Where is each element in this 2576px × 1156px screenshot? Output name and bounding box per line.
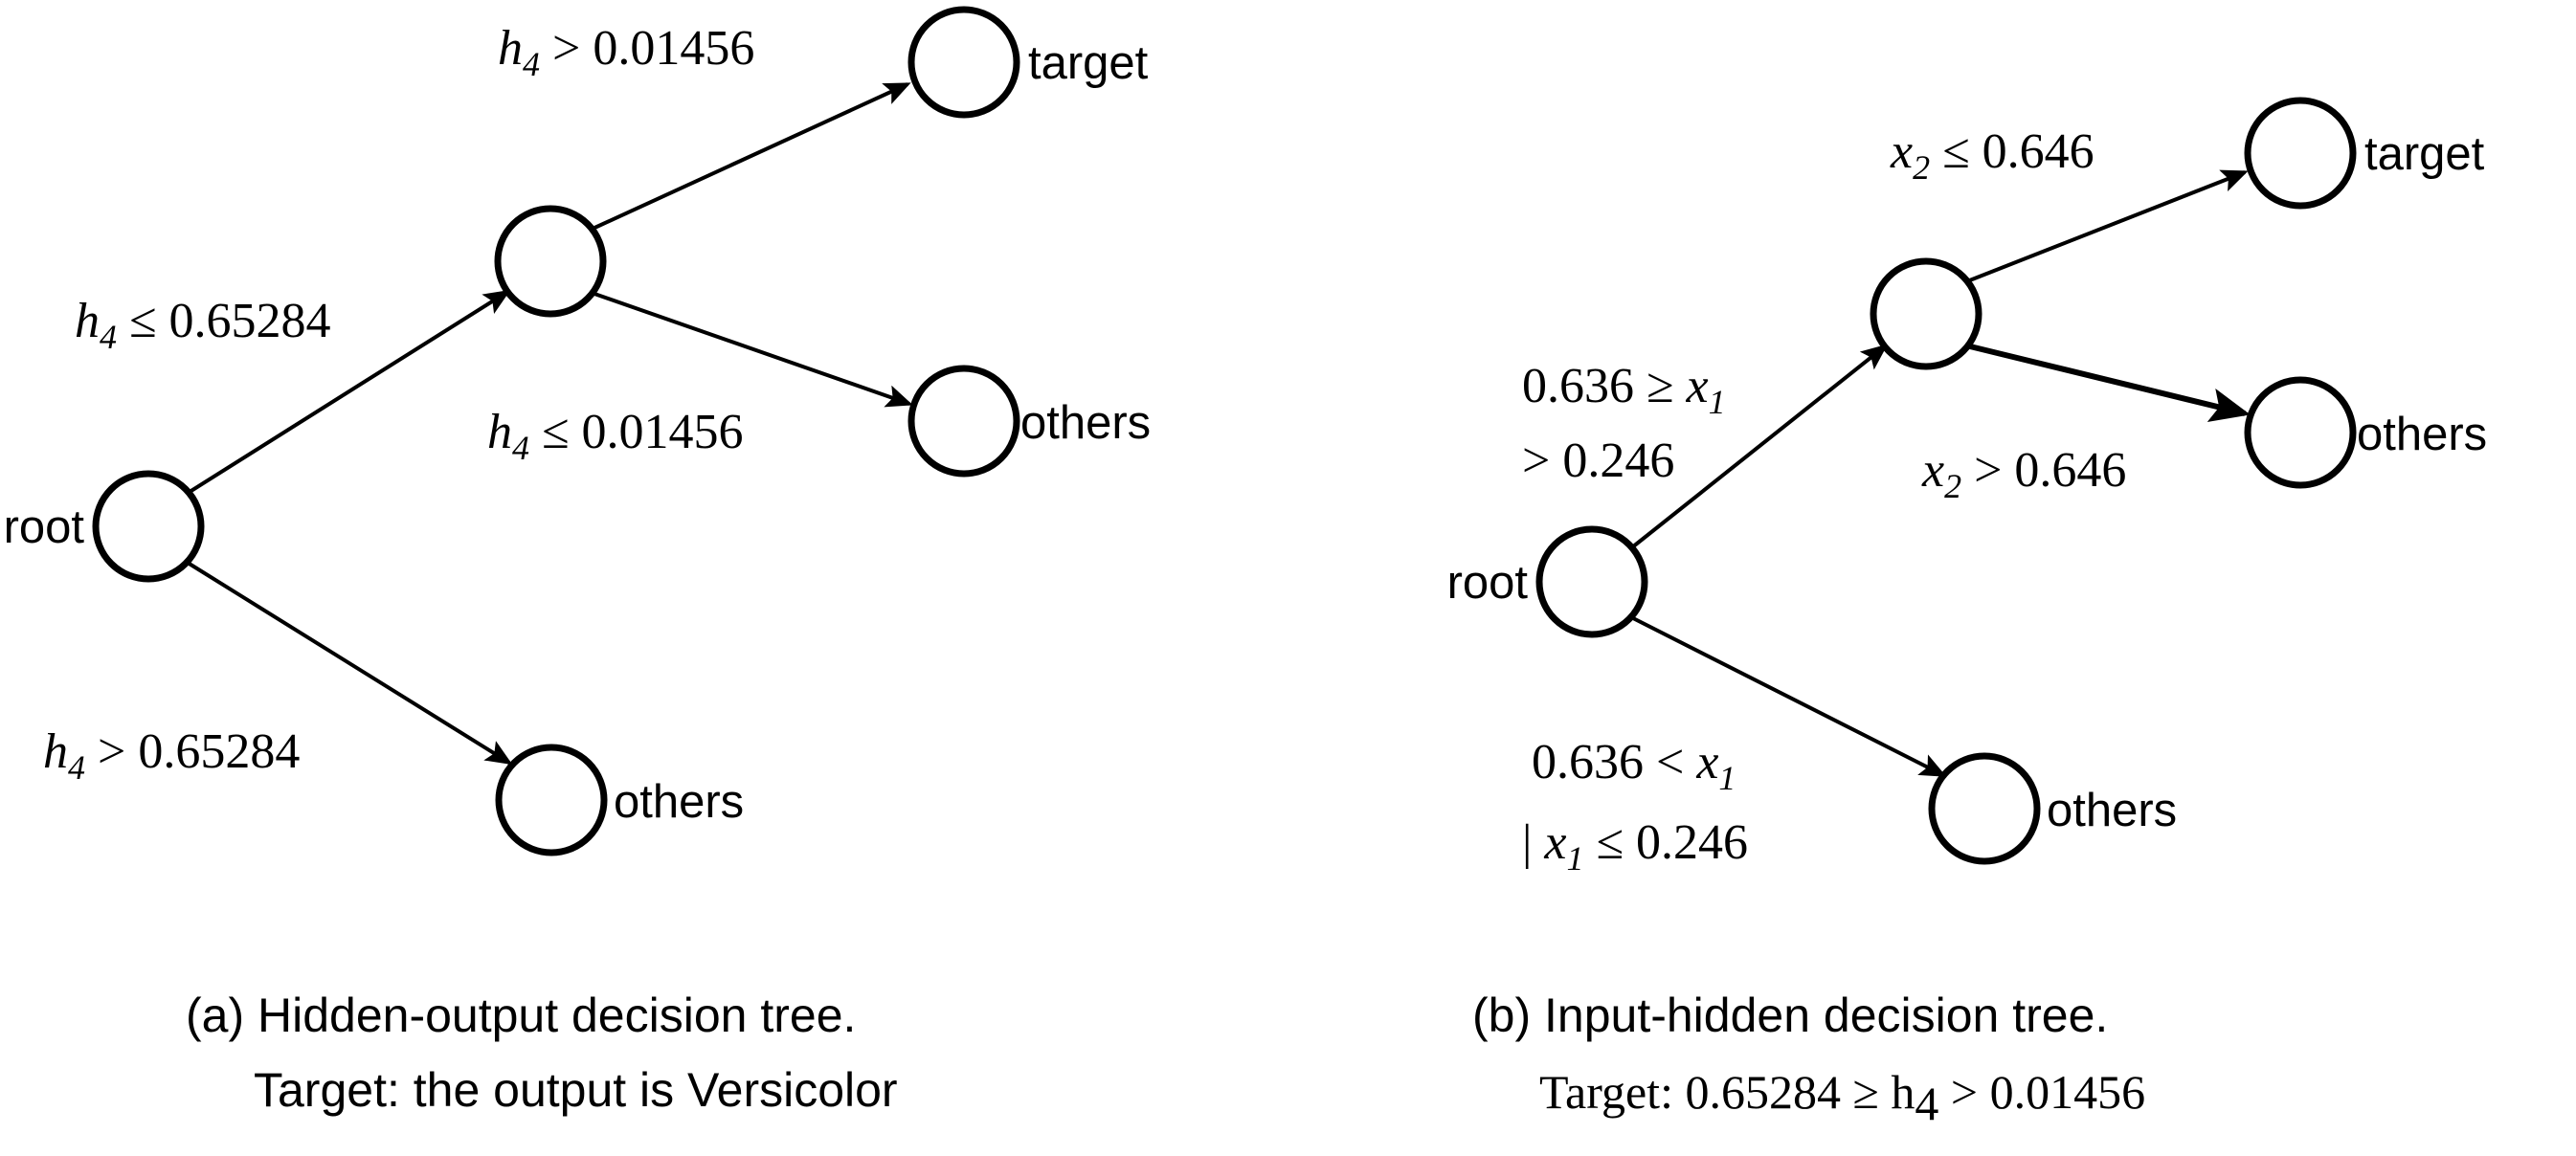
node-b-internal[interactable] [1870,257,1982,370]
edge-label-b-internal-to-target: x2 ≤ 0.646 [1890,124,2094,187]
edge-label-a-ro-rest: > 0.65284 [85,724,300,779]
caption-b-line2-prefix: Target: 0.65284 ≥ [1539,1065,1891,1119]
node-a-leaf-others-mid-label: others [1020,397,1151,449]
edge-label-b-ro2-sub: 1 [1567,839,1584,878]
edge-label-b-ro-var: x [1695,735,1718,789]
edge-label-b-ro2-suffix: ≤ 0.246 [1584,815,1749,870]
edge-label-a-io-sub: 4 [512,429,529,467]
edge-a-internal-to-target [592,82,911,231]
edge-label-b-root-to-others-line1: 0.636 < x1 [1532,735,1736,797]
node-a-root-label: root [4,501,85,553]
edge-label-a-it-rest: > 0.01456 [540,21,754,76]
edge-label-a-ro-sub: 4 [68,748,85,787]
caption-a-line2: Target: the output is Versicolor [254,1063,898,1117]
node-a-root[interactable] [92,470,205,583]
caption-b-line2-sub: 4 [1915,1077,1938,1130]
node-b-root[interactable] [1535,525,1648,638]
node-b-leaf-others-bottom-label: others [2047,785,2177,836]
edge-label-a-io-var: h [487,405,512,459]
edge-label-a-ri-rest: ≤ 0.65284 [117,294,331,348]
edge-a-root-to-others-bottom [186,561,513,766]
edge-label-b-ri-sub: 1 [1709,383,1726,421]
edge-b-root-to-others-bottom [1630,615,1947,777]
node-a-leaf-target-label: target [1028,37,1149,89]
edge-label-b-ro-prefix: 0.636 < [1532,735,1696,789]
edge-label-b-it-sub: 2 [1913,148,1930,187]
node-b-leaf-others-bottom[interactable] [1928,752,2041,865]
edge-label-a-ro-var: h [43,724,68,779]
caption-a-line1: (a) Hidden-output decision tree. [186,989,856,1042]
edge-label-b-root-to-others-line2: | x1 ≤ 0.246 [1522,815,1748,878]
edge-label-b-io-rest: > 0.646 [1961,443,2126,498]
caption-b-line2: Target: 0.65284 ≥ h4 > 0.01456 [1539,1065,2145,1130]
edge-label-b-ri-prefix: 0.636 ≥ [1522,359,1687,413]
node-b-leaf-target-label: target [2364,128,2485,180]
edge-label-b-io-sub: 2 [1944,467,1961,505]
panel-b: root target others others x2 ≤ 0.646 x2 … [1447,97,2487,1130]
edge-a-internal-to-others-mid [594,292,913,408]
edge-label-a-ri-var: h [75,294,100,348]
panel-a: root target others others h4 > 0.01456 h… [4,6,1151,1117]
edge-label-a-internal-to-target: h4 > 0.01456 [498,21,754,83]
caption-b-line1: (b) Input-hidden decision tree. [1472,989,2108,1042]
node-b-leaf-target[interactable] [2244,97,2357,210]
edge-label-b-ro-sub: 1 [1718,759,1736,797]
edge-label-a-it-var: h [498,21,523,76]
node-a-leaf-target[interactable] [907,6,1020,119]
edge-label-b-root-to-internal-line1: 0.636 ≥ x1 [1522,359,1726,421]
edge-label-a-root-to-internal: h4 ≤ 0.65284 [75,294,331,356]
edge-b-internal-to-others-mid [1969,344,2251,422]
node-b-leaf-others-mid-label: others [2357,409,2487,460]
caption-b-line2-suffix: > 0.01456 [1938,1065,2145,1119]
node-a-leaf-others-mid[interactable] [907,365,1020,478]
node-b-root-label: root [1447,557,1529,609]
caption-b-line2-var: h [1891,1065,1915,1119]
edge-label-b-it-var: x [1890,124,1913,179]
node-b-leaf-others-mid[interactable] [2244,376,2357,489]
edge-label-b-ro2-var: x [1543,815,1566,870]
edge-label-b-internal-to-others: x2 > 0.646 [1921,443,2126,505]
edge-label-b-ri-var: x [1686,359,1709,413]
edge-label-a-root-to-others: h4 > 0.65284 [43,724,300,787]
edge-label-a-ri-sub: 4 [100,318,117,356]
node-a-internal[interactable] [494,205,607,318]
edge-b-internal-to-target [1966,169,2249,283]
node-a-leaf-others-bottom[interactable] [495,744,608,856]
edge-label-b-root-to-internal-line2: > 0.246 [1522,434,1674,488]
edge-label-b-io-var: x [1921,443,1944,498]
edge-label-b-it-rest: ≤ 0.646 [1930,124,2094,179]
edge-label-a-internal-to-others: h4 ≤ 0.01456 [487,405,744,467]
edge-label-a-it-sub: 4 [523,45,540,83]
edge-label-b-ro2-prefix: | [1522,815,1544,870]
edge-label-a-io-rest: ≤ 0.01456 [529,405,744,459]
edge-b-root-to-internal [1630,344,1889,549]
edge-a-root-to-internal [188,289,511,494]
node-a-leaf-others-bottom-label: others [614,776,744,828]
